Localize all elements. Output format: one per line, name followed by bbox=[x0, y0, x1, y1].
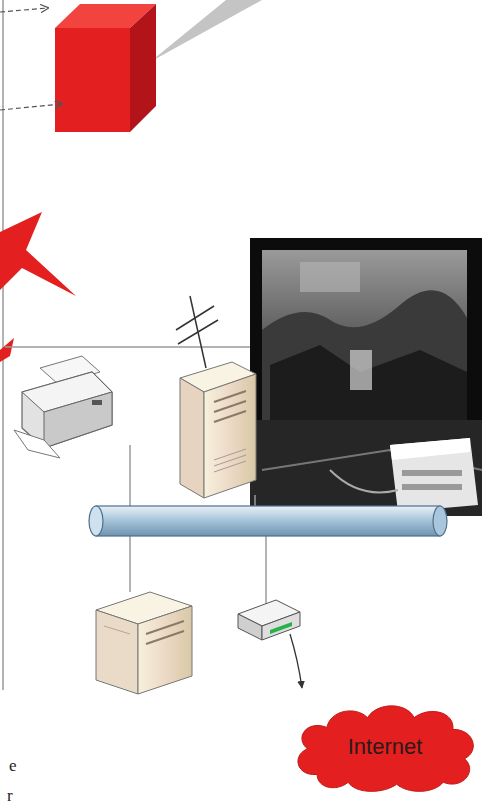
frame-line bbox=[5, 346, 252, 348]
cloud-shape bbox=[298, 706, 473, 792]
uplink-arrow bbox=[290, 634, 302, 688]
callout-wedge bbox=[150, 0, 262, 62]
lightning-symbol bbox=[0, 212, 76, 296]
node-label: Internet bbox=[348, 734, 423, 760]
network-bus bbox=[89, 506, 447, 536]
lightning-symbol bbox=[0, 338, 14, 362]
dashed-arrow bbox=[0, 8, 48, 12]
photo-inset bbox=[250, 238, 482, 516]
router-symbol bbox=[238, 600, 300, 640]
cube-symbol bbox=[55, 4, 156, 132]
cloud-node: Internet bbox=[288, 698, 482, 796]
server-tower bbox=[180, 362, 256, 498]
printer-symbol bbox=[14, 356, 112, 458]
server-cabinet bbox=[96, 592, 192, 694]
antenna-symbol bbox=[176, 296, 218, 368]
text-fragment: e bbox=[9, 756, 17, 776]
text-fragment: r bbox=[7, 786, 13, 806]
frame-line bbox=[2, 0, 4, 690]
dashed-arrow bbox=[0, 104, 62, 110]
